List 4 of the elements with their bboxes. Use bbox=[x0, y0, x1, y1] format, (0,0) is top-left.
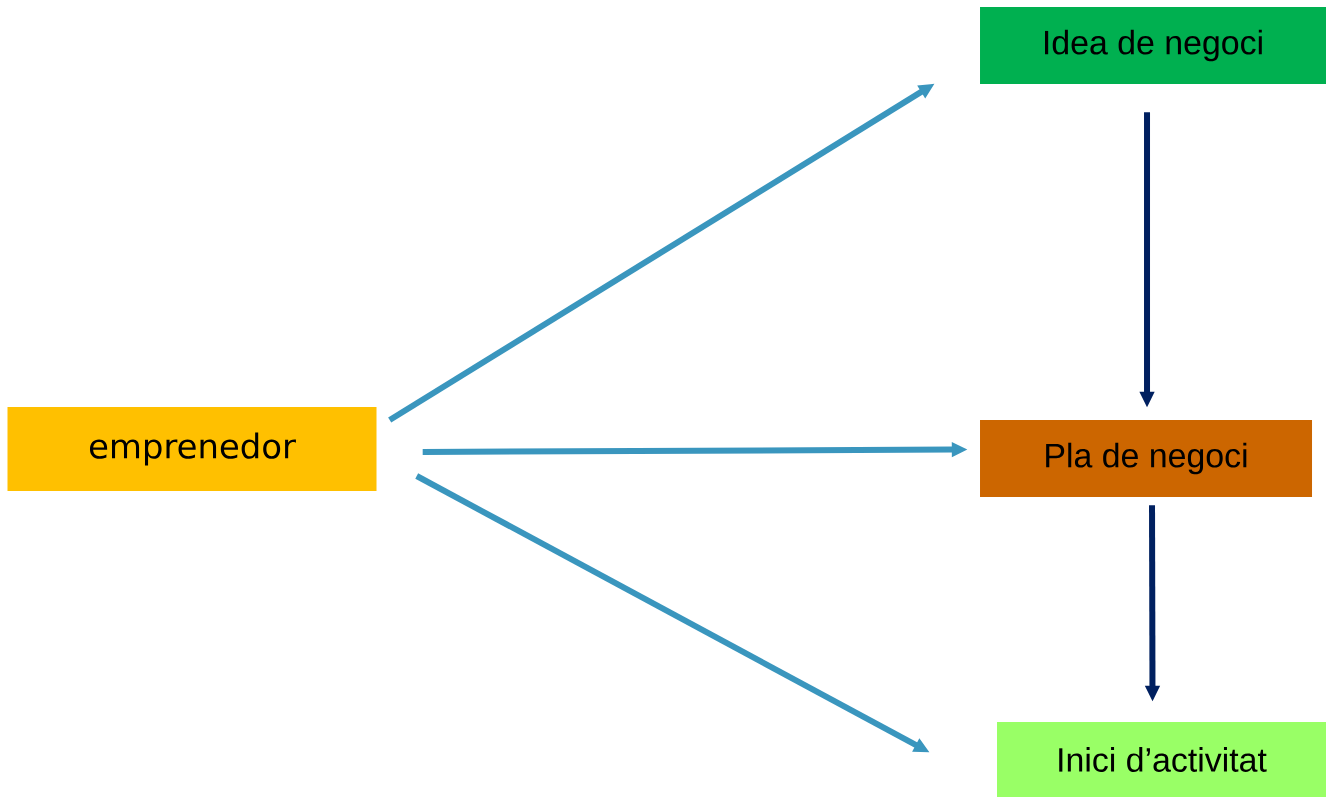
process-box: emprenedor bbox=[7, 407, 377, 491]
process-box: Pla de negoci bbox=[980, 420, 1312, 497]
process-box: Inici d’activitat bbox=[997, 722, 1326, 797]
process-box: Idea de negoci bbox=[980, 7, 1326, 84]
